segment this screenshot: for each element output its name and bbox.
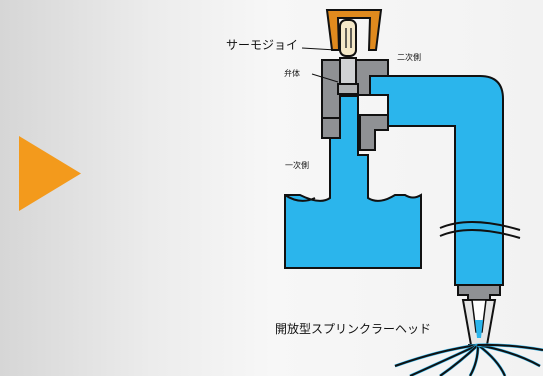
label-sprinkler-head: 開放型スプリンクラーヘッド (275, 322, 432, 336)
water-spray (394, 343, 543, 376)
leader-line-valve (311, 73, 339, 83)
label-primary-side: 一次側 (285, 161, 309, 170)
label-valve-body: 弁体 (284, 69, 300, 78)
play-arrow-icon[interactable] (19, 136, 81, 211)
primary-trunk-pipe (284, 89, 422, 269)
valve-flange-lower (321, 117, 341, 139)
pipe-break-mark (439, 221, 521, 231)
valve-disc (337, 83, 359, 95)
leader-line-thermo (301, 47, 337, 51)
sprinkler-water-core (475, 320, 483, 338)
sprinkler-head-body (457, 284, 501, 301)
thermo-joint-bulb (339, 19, 357, 57)
pipe-break-mark (439, 229, 521, 239)
label-secondary-side: 二次側 (397, 53, 421, 62)
primary-pipe-break-top (284, 194, 316, 202)
label-thermo-joint: サーモジョイ (226, 38, 299, 52)
valve-flange-right (359, 114, 389, 151)
